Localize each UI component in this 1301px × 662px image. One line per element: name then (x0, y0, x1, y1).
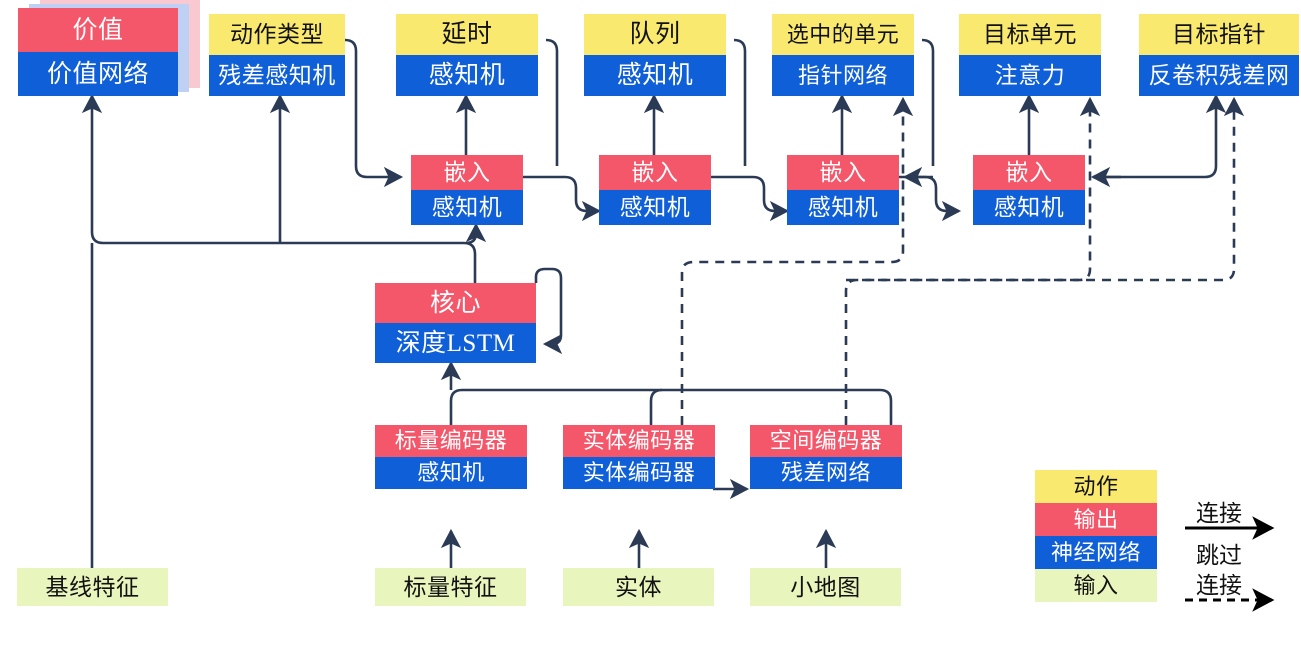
legend-label-connection: 连接 (1196, 501, 1242, 526)
core-output-cell: 核心 (375, 283, 536, 323)
embed-4-output-cell: 嵌入 (973, 155, 1085, 190)
node-entity-encoder[interactable]: 实体编码器 实体编码器 (563, 425, 715, 489)
legend-color-key: 动作 输出 神经网络 输入 (1035, 470, 1157, 602)
input-entities[interactable]: 实体 (563, 568, 714, 606)
target-point-action-cell: 目标指针 (1139, 14, 1299, 55)
input-minimap[interactable]: 小地图 (750, 568, 901, 606)
embed-2-network-cell: 感知机 (599, 190, 711, 225)
legend-label-skip-line2: 连接 (1196, 573, 1242, 598)
node-target-unit[interactable]: 目标单元 注意力 (959, 14, 1101, 96)
selected-units-network-cell: 指针网络 (772, 55, 914, 96)
embed-1-output-cell: 嵌入 (411, 155, 523, 190)
node-embed-2[interactable]: 嵌入 感知机 (599, 155, 711, 225)
target-point-network-cell: 反卷积残差网 (1139, 55, 1299, 96)
target-unit-network-cell: 注意力 (959, 55, 1101, 96)
target-unit-action-cell: 目标单元 (959, 14, 1101, 55)
node-queue[interactable]: 队列 感知机 (584, 14, 726, 96)
node-embed-3[interactable]: 嵌入 感知机 (787, 155, 899, 225)
input-baseline-features[interactable]: 基线特征 (17, 568, 168, 606)
node-embed-4[interactable]: 嵌入 感知机 (973, 155, 1085, 225)
entity-encoder-output-cell: 实体编码器 (563, 425, 715, 457)
node-delay[interactable]: 延时 感知机 (396, 14, 538, 96)
embed-4-network-cell: 感知机 (973, 190, 1085, 225)
action-type-network-cell: 残差感知机 (209, 55, 345, 96)
embed-3-network-cell: 感知机 (787, 190, 899, 225)
spatial-encoder-network-cell: 残差网络 (750, 457, 902, 489)
embed-1-network-cell: 感知机 (411, 190, 523, 225)
node-core[interactable]: 核心 深度LSTM (375, 283, 536, 363)
legend-swatch-output: 输出 (1035, 503, 1157, 536)
core-network-cell: 深度LSTM (375, 323, 536, 363)
value-network-cell: 价值网络 (18, 52, 178, 96)
queue-network-cell: 感知机 (584, 55, 726, 96)
embed-2-output-cell: 嵌入 (599, 155, 711, 190)
embed-3-output-cell: 嵌入 (787, 155, 899, 190)
node-action-type[interactable]: 动作类型 残差感知机 (209, 14, 345, 96)
legend-swatch-action: 动作 (1035, 470, 1157, 503)
action-type-action-cell: 动作类型 (209, 14, 345, 55)
legend-swatch-input: 输入 (1035, 569, 1157, 602)
node-target-point[interactable]: 目标指针 反卷积残差网 (1139, 14, 1299, 96)
node-embed-1[interactable]: 嵌入 感知机 (411, 155, 523, 225)
selected-units-action-cell: 选中的单元 (772, 14, 914, 55)
scalar-encoder-output-cell: 标量编码器 (375, 425, 527, 457)
entity-encoder-network-cell: 实体编码器 (563, 457, 715, 489)
node-value[interactable]: 价值 价值网络 (18, 0, 200, 96)
delay-action-cell: 延时 (396, 14, 538, 55)
input-scalar-features[interactable]: 标量特征 (375, 568, 526, 606)
node-spatial-encoder[interactable]: 空间编码器 残差网络 (750, 425, 902, 489)
node-scalar-encoder[interactable]: 标量编码器 感知机 (375, 425, 527, 489)
delay-network-cell: 感知机 (396, 55, 538, 96)
legend-label-skip-line1: 跳过 (1196, 543, 1242, 568)
spatial-encoder-output-cell: 空间编码器 (750, 425, 902, 457)
queue-action-cell: 队列 (584, 14, 726, 55)
node-selected-units[interactable]: 选中的单元 指针网络 (772, 14, 914, 96)
legend-swatch-network: 神经网络 (1035, 536, 1157, 569)
value-output-cell: 价值 (18, 8, 178, 52)
scalar-encoder-network-cell: 感知机 (375, 457, 527, 489)
